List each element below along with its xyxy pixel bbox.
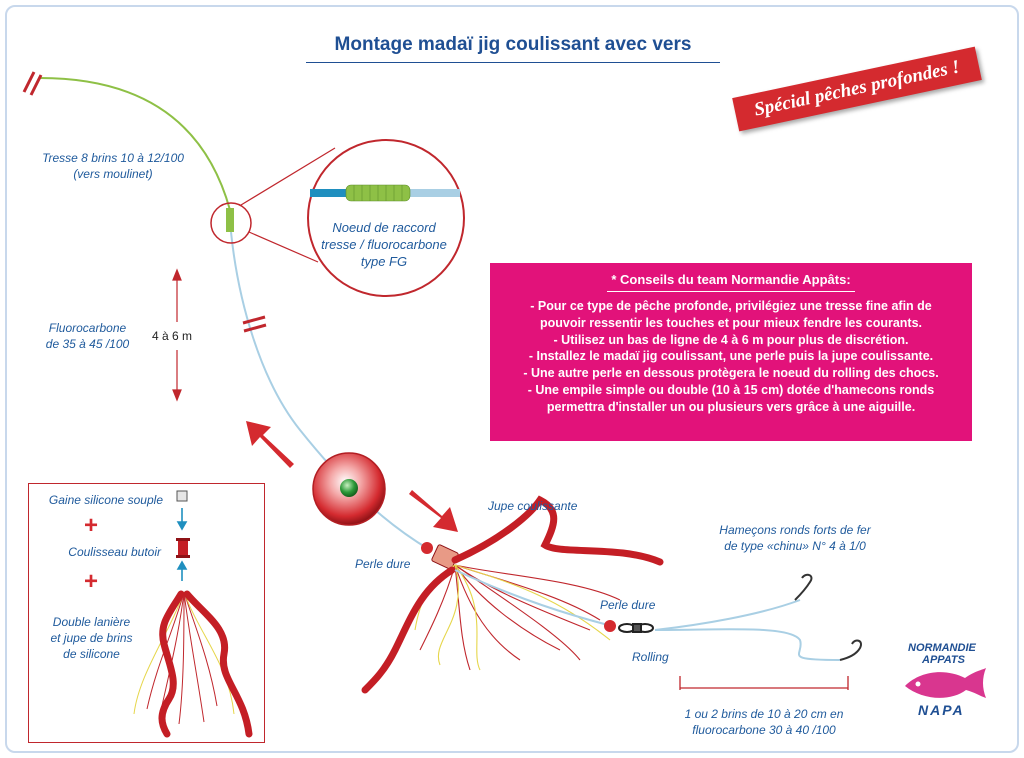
slide-arrow-down [409,490,458,532]
fluoro-label-line1: Fluorocarbone [48,321,127,335]
tip-line: pouvoir ressentir les touches et pour mi… [539,315,923,330]
tips-box: * Conseils du team Normandie Appâts: - P… [490,263,972,441]
braid-label-line2: (vers moulinet) [73,167,153,181]
inset-skirt-label: Double lanière et jupe de brins de silic… [29,614,154,662]
hooks-label-line1: Hameçons ronds forts de fer [719,523,871,537]
rolling-label: Rolling [632,650,669,664]
braid-label-line1: Tresse 8 brins 10 à 12/100 [42,151,184,165]
knot-zoom-circle [307,139,465,297]
cut-mark-top [22,71,43,96]
tip-line: - Une empile simple ou double (10 à 15 c… [527,382,935,397]
braid-line [39,77,231,211]
knot-zoom-label: Noeud de raccord tresse / fluorocarbone … [305,219,463,270]
fish-logo-icon [905,668,986,698]
arrow-down-icon [176,508,188,531]
logo-text-bottom: NAPA [918,702,965,718]
knot-label-line1: Noeud de raccord [332,220,436,235]
slide-arrow-up [246,421,294,468]
tip-line: - Pour ce type de pêche profonde, privil… [530,299,932,313]
tips-heading: * Conseils du team Normandie Appâts: [607,271,855,292]
inset-skirt-laces [158,590,253,738]
hook-leader-upper [654,599,801,631]
braid-label: Tresse 8 brins 10 à 12/100 (vers mouline… [18,150,208,182]
skirt-laces [361,495,664,694]
logo-text-top: NORMANDIE [908,642,976,654]
inset-skirt-label-line3: de silicone [63,647,120,661]
plus-icon: + [84,512,99,539]
stopper-bottom [176,555,190,558]
tip-line: - Une autre perle en dessous protègera l… [523,366,939,381]
length-arrow [172,268,182,402]
length-label: 4 à 6 m [152,329,193,343]
hook-lower [839,639,862,661]
inset-skirt-label-line1: Double lanière [52,615,131,629]
cut-mark-middle [242,315,267,333]
bead-lower-label: Perle dure [600,598,656,612]
hooks-label-line2: de type «chinu» N° 4 à 1/0 [724,539,866,553]
skirt-strands [414,564,621,671]
knot-label-line2: tresse / fluorocarbone [321,237,447,252]
zoom-fg-knot [345,184,411,202]
leader-to-rolling [454,569,609,626]
plus-icon: + [84,568,99,595]
inset-skirt-label-line2: et jupe de brins [50,631,133,645]
knot-highlight-circle [210,202,252,244]
rolling-swivel [618,623,654,633]
company-logo: NORMANDIE APPATS NAPA [900,640,990,720]
fluoro-label: Fluorocarbone de 35 à 45 /100 [30,320,145,352]
bead-upper [421,542,433,554]
page-frame [5,5,1019,753]
stopper-body [178,539,188,557]
knot-label-line3: type FG [360,254,408,269]
hooks-label: Hameçons ronds forts de fer de type «chi… [700,522,890,554]
leader-label-line1: 1 ou 2 brins de 10 à 20 cm en [684,707,844,721]
zoom-braid [310,189,370,197]
skirt-label: Jupe coulissante [488,499,578,513]
bead-lower [604,620,616,632]
tip-line: - Utilisez un bas de ligne de 4 à 6 m po… [553,332,909,347]
leader-length-bracket [679,676,849,690]
fluoro-line [230,231,431,551]
zoom-connector-top [240,147,336,206]
leader-label-line2: fluorocarbone 30 à 40 /100 [692,723,836,737]
zoom-fluoro [405,189,460,197]
logo-text-middle: APPATS [922,654,965,666]
zoom-connector-bottom [248,231,319,263]
inset-drawing [133,490,253,738]
tip-line: permettra d'installer un ou plusieurs ve… [546,399,916,414]
leader-label: 1 ou 2 brins de 10 à 20 cm en fluorocarb… [664,706,864,738]
inset-sheath-label: Gaine silicone souple [48,493,163,507]
fluoro-label-line2: de 35 à 45 /100 [45,337,130,351]
page-title: Montage madaï jig coulissant avec vers [306,34,720,63]
bead-upper-label: Perle dure [355,557,411,571]
tip-line: - Installez le madaï jig coulissant, une… [528,349,934,364]
hook-upper [794,573,813,601]
inset-box: Gaine silicone souple + Coulisseau butoi… [28,483,265,743]
silicone-sheath [176,490,188,502]
inset-stopper-label: Coulisseau butoir [68,545,161,559]
fg-knot-small [226,208,234,232]
stopper-top [176,538,190,541]
arrow-up-icon [176,560,188,581]
jig-eye [340,479,358,497]
hook-leader-lower [654,628,841,661]
